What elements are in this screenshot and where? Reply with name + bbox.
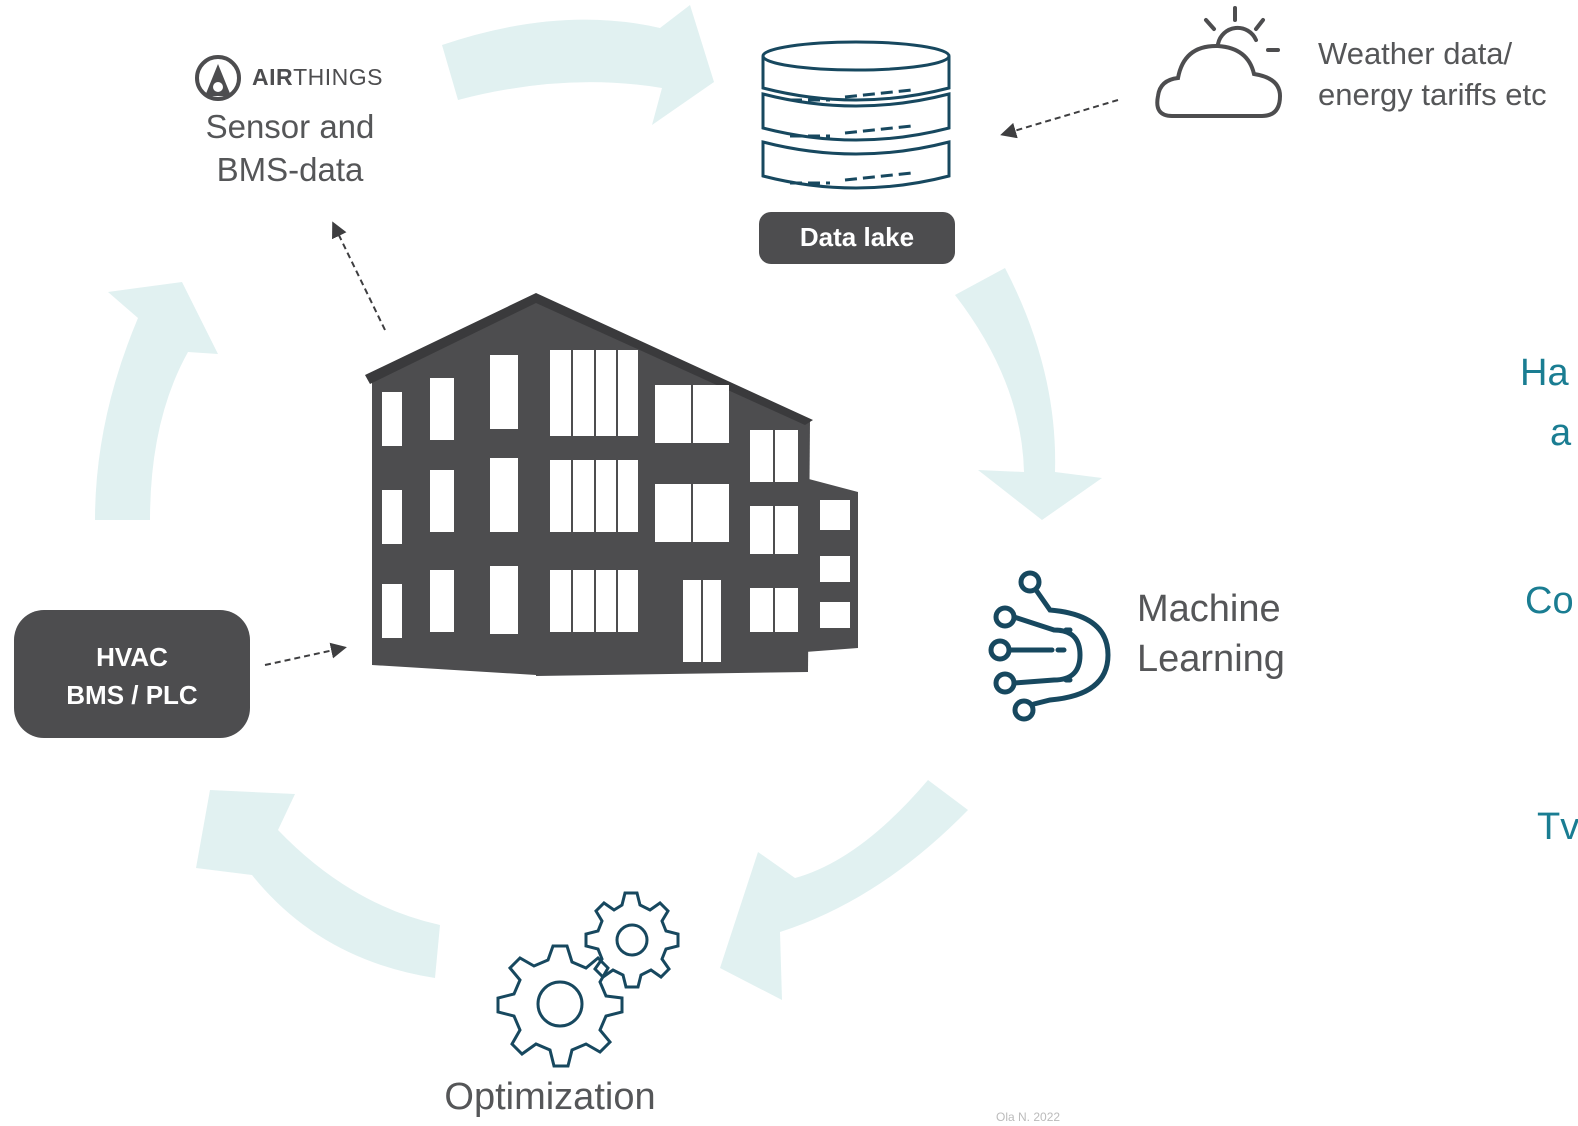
side-text-3: Co: [1525, 580, 1574, 622]
connector-weather-to-datalake: [1000, 99, 1119, 139]
building-icon: [365, 293, 858, 676]
airthings-logo-icon: [195, 55, 241, 101]
cycle-arrow-right: [955, 268, 1102, 520]
ml-label-line2: Learning: [1137, 638, 1285, 680]
cycle-arrow-bottom-left: [196, 790, 440, 978]
hvac-pill-bg: [14, 610, 250, 738]
footnote: Ola N. 2022: [996, 1110, 1061, 1124]
airthings-brand-light: THINGS: [293, 64, 384, 90]
hvac-label: HVAC BMS / PLC: [14, 638, 250, 714]
airthings-brand: AIRTHINGS: [252, 64, 383, 91]
sensor-label-line1: Sensor and: [205, 108, 375, 145]
side-text-1: Ha: [1520, 352, 1569, 394]
weather-label-line2: energy tariffs etc: [1318, 77, 1547, 112]
sensor-label-line2: BMS-data: [216, 151, 364, 188]
connector-hvac-to-building: [264, 642, 347, 666]
database-icon: [761, 40, 951, 190]
ml-label-line1: Machine: [1137, 588, 1281, 630]
cycle-arrow-bottom-right: [720, 780, 968, 1000]
cycle-arrow-left: [95, 282, 218, 520]
side-text-4: Tv: [1537, 806, 1578, 848]
connector-building-to-sensor: [332, 221, 386, 331]
side-text-2: a: [1550, 412, 1572, 454]
cycle-arrow-top: [442, 5, 714, 125]
cloud-sun-icon: [1155, 6, 1283, 118]
airthings-brand-bold: AIR: [252, 64, 294, 90]
datalake-pill-bg: [759, 212, 955, 264]
optimization-label: Optimization: [444, 1076, 656, 1118]
hvac-label-line2: BMS / PLC: [66, 680, 198, 710]
weather-label-line1: Weather data/: [1318, 36, 1513, 71]
gears-icon: [496, 891, 680, 1068]
datalake-label: Data lake: [799, 222, 915, 252]
hvac-label-line1: HVAC: [96, 642, 168, 672]
machine-learning-icon: [988, 570, 1111, 722]
